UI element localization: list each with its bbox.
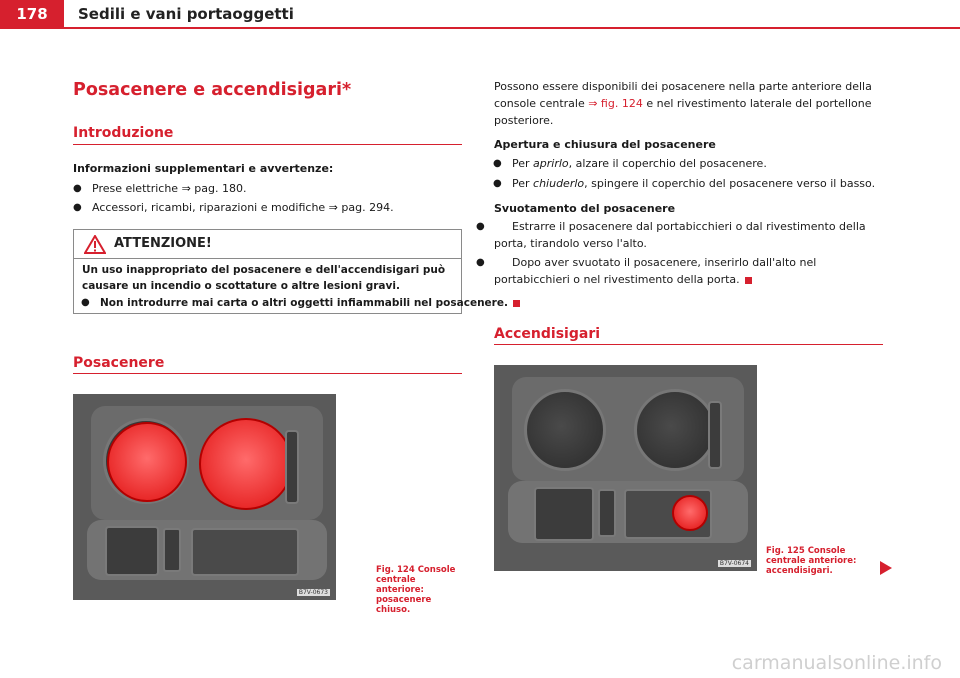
switch-button [598,489,616,537]
warning-bullet-text: Non introdurre mai carta o altri oggetti… [100,297,508,309]
intro-paragraph-end: e nel rivestimento laterale del portello… [494,97,872,127]
header-rule [0,27,960,29]
open-instruction: Per aprirlo, alzare il coperchio del pos… [493,155,767,172]
page-number: 178 [0,0,64,29]
figure-125-photo: B7V-0674 [494,365,757,571]
figure-code: B7V-0674 [717,560,751,567]
figure-124-photo: B7V-0673 [73,394,336,600]
posacenere-rule [73,373,462,374]
running-header-title: Sedili e vani portaoggetti [78,5,294,23]
warning-header: ATTENZIONE! [74,230,461,259]
empty-item: ● Estrarre il posacenere dal portabicchie… [476,218,879,252]
ashtray-left-highlight [107,422,187,502]
cup-holder-left [524,389,606,471]
end-mark-icon [744,276,752,284]
open-post: , alzare il coperchio del posacenere. [568,157,767,170]
warning-bullet: Non introdurre mai carta o altri oggetti… [81,295,520,311]
card-slot [285,430,299,504]
figure-124-caption: Fig. 124 Console centrale anteriore: pos… [376,565,456,615]
next-page-arrow-icon[interactable] [880,561,892,575]
accendisigari-rule [494,344,883,345]
figure-125-caption: Fig. 125 Console centrale anteriore: acc… [766,546,857,576]
empty-item-text: Estrarre il posacenere dal portabicchier… [494,220,866,250]
switch-button [534,487,594,541]
bullet-icon: ● [476,257,485,268]
info-item[interactable]: Prese elettriche ⇒ pag. 180. [73,180,247,197]
intro-rule [73,144,462,145]
empty-heading: Svuotamento del posacenere [494,202,676,215]
section-heading: Posacenere e accendisigari* [73,80,352,100]
accendisigari-heading: Accendisigari [494,326,601,342]
warning-triangle-icon [84,235,106,254]
end-mark-icon [512,299,520,307]
empty-item: ● Dopo aver svuotato il posacenere, inser… [476,254,879,288]
card-slot [708,401,722,469]
cup-holder-right [634,389,716,471]
switch-button [105,526,159,576]
intro-heading: Introduzione [73,125,174,141]
figure-code: B7V-0673 [296,589,330,596]
close-instruction: Per chiuderlo, spingere il coperchio del… [493,175,876,192]
open-close-heading: Apertura e chiusura del posacenere [494,138,716,151]
empty-item-text: Dopo aver svuotato il posacenere, inseri… [494,256,817,286]
warning-title: ATTENZIONE! [114,236,212,251]
storage-tray [191,528,299,576]
info-item[interactable]: Accessori, ricambi, riparazioni e modifi… [73,199,394,216]
open-emphasis: aprirlo [533,157,569,170]
info-label: Informazioni supplementari e avvertenze: [73,162,334,175]
close-pre: Per [512,177,530,190]
watermark: carmanualsonline.info [731,652,942,674]
intro-paragraph-start: Possono essere disponibili dei posacener… [494,80,872,110]
cigarette-lighter-highlight [672,495,708,531]
close-post: , spingere il coperchio del posacenere v… [584,177,876,190]
figure-link[interactable]: ⇒ fig. 124 [588,97,643,110]
posacenere-heading: Posacenere [73,355,165,371]
intro-paragraph: Possono essere disponibili dei posacener… [494,78,884,129]
bullet-icon: ● [476,221,485,232]
open-pre: Per [512,157,530,170]
switch-button [163,528,181,572]
warning-text: Un uso inappropriato del posacenere e de… [82,264,446,292]
warning-box: ATTENZIONE! Un uso inappropriato del pos… [73,229,520,314]
close-emphasis: chiuderlo [533,177,585,190]
ashtray-right-highlight [199,418,293,510]
